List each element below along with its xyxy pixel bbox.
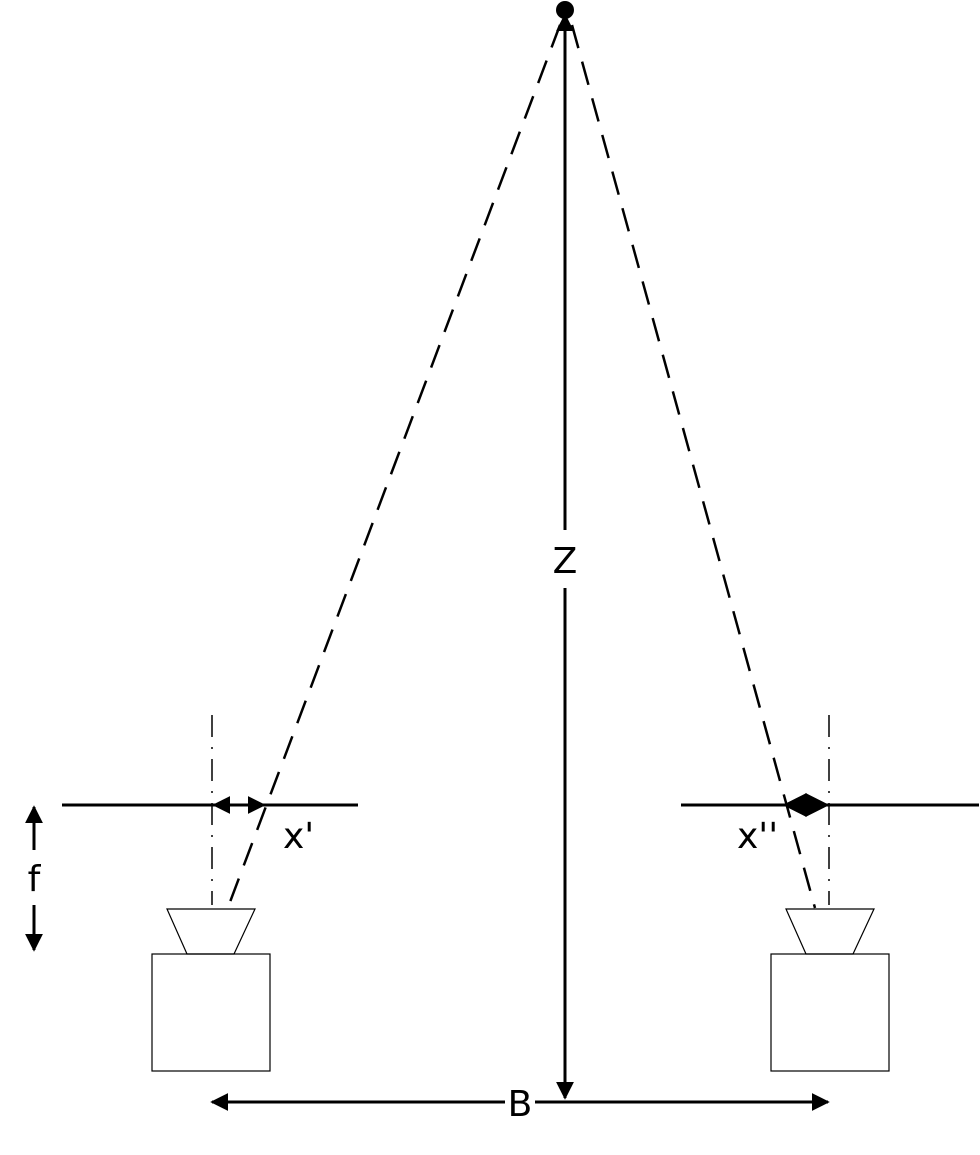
left-projection-ray <box>225 24 562 911</box>
baseline-label: B <box>508 1084 533 1125</box>
focal-length-indicator: f <box>25 805 43 952</box>
left-camera-body <box>151 953 271 1072</box>
left-camera: x' <box>62 715 358 1072</box>
right-camera: x'' <box>681 715 979 1072</box>
left-disparity-label: x' <box>283 816 314 857</box>
right-disparity-label: x'' <box>737 816 778 857</box>
focal-length-label: f <box>28 859 42 900</box>
depth-label: Z <box>553 541 578 582</box>
right-projection-ray <box>570 24 817 909</box>
left-camera-lens <box>166 908 256 955</box>
right-camera-lens <box>785 908 875 955</box>
right-camera-body <box>770 953 890 1072</box>
